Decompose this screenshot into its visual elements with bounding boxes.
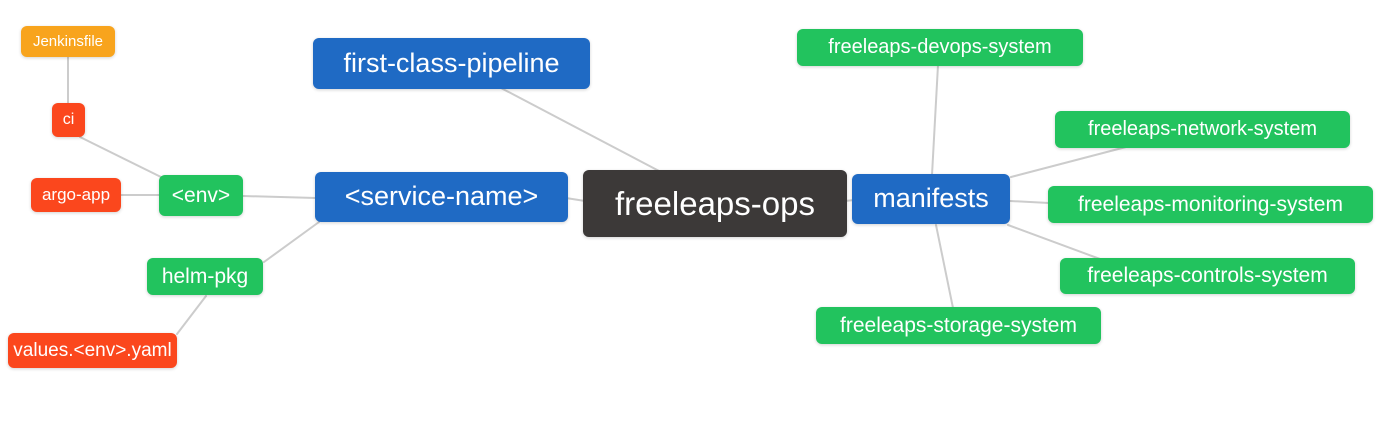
edge-ci-to-env (79, 136, 164, 179)
edge-manifests-to-devops-system (931, 64, 939, 176)
edge-manifests-to-monitoring-system (1009, 200, 1050, 204)
node-freeleaps-monitoring-system[interactable]: freeleaps-monitoring-system (1048, 186, 1373, 223)
edge-manifests-to-storage-system (935, 224, 954, 309)
node-label: <env> (171, 183, 231, 207)
node-freeleaps-controls-system[interactable]: freeleaps-controls-system (1060, 258, 1355, 294)
edge-env-to-service-name (242, 195, 317, 199)
edge-manifests-to-network-system (1010, 146, 1127, 178)
edge-manifests-to-controls-system (1007, 224, 1101, 260)
node-label: Jenkinsfile (32, 32, 104, 50)
node-service-name[interactable]: <service-name> (315, 172, 568, 222)
node-label: argo-app (41, 185, 111, 204)
node-label: ci (62, 110, 75, 128)
node-label: freeleaps-devops-system (828, 36, 1052, 58)
node-label: freeleaps-network-system (1088, 118, 1317, 140)
node-label: manifests (873, 183, 989, 213)
node-label: <service-name> (344, 181, 539, 211)
node-freeleaps-ops-root[interactable]: freeleaps-ops (583, 170, 847, 237)
node-label: freeleaps-monitoring-system (1078, 192, 1343, 216)
node-label: freeleaps-ops (615, 184, 815, 222)
node-manifests[interactable]: manifests (852, 174, 1010, 224)
node-first-class-pipeline[interactable]: first-class-pipeline (313, 38, 590, 89)
node-freeleaps-network-system[interactable]: freeleaps-network-system (1055, 111, 1350, 148)
node-label: first-class-pipeline (343, 47, 560, 78)
node-label: freeleaps-controls-system (1087, 264, 1328, 287)
edge-first-class-pipeline-to-freeleaps-ops (500, 87, 662, 173)
node-label: helm-pkg (161, 264, 249, 288)
node-freeleaps-devops-system[interactable]: freeleaps-devops-system (797, 29, 1083, 66)
edge-values-env-yaml-to-helm-pkg (176, 295, 207, 335)
node-ci[interactable]: ci (52, 103, 85, 137)
node-helm-pkg[interactable]: helm-pkg (147, 258, 263, 295)
node-argo-app[interactable]: argo-app (31, 178, 121, 212)
edge-helm-pkg-to-service-name (263, 221, 320, 263)
node-env[interactable]: <env> (159, 175, 243, 216)
node-values-env-yaml[interactable]: values.<env>.yaml (8, 333, 177, 368)
node-label: freeleaps-storage-system (840, 313, 1077, 337)
node-jenkinsfile[interactable]: Jenkinsfile (21, 26, 115, 57)
edge-service-name-to-freeleaps-ops (565, 197, 586, 202)
node-label: values.<env>.yaml (13, 339, 172, 361)
node-freeleaps-storage-system[interactable]: freeleaps-storage-system (816, 307, 1101, 344)
